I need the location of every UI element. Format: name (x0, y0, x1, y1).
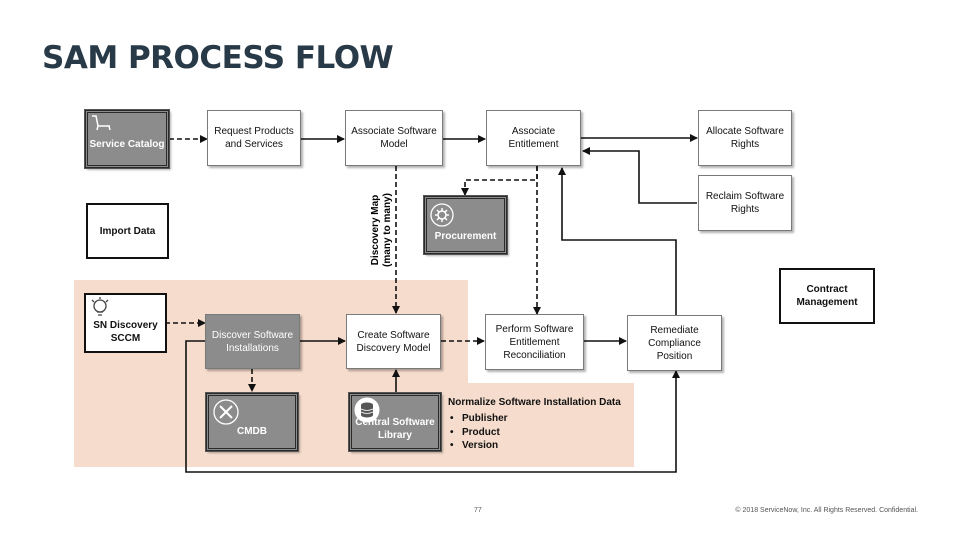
import-data-box: Import Data (86, 203, 169, 259)
normalize-note: Normalize Software Installation Data Pub… (448, 397, 621, 453)
lightbulb-icon (91, 297, 109, 316)
normalize-item-version: Version (450, 439, 621, 453)
associate-model-box: Associate Software Model (345, 110, 443, 166)
reclaim-rights-box: Reclaim Software Rights (698, 175, 792, 231)
cart-icon (92, 115, 111, 131)
procurement-box: Procurement (423, 195, 508, 255)
normalize-item-product: Product (450, 426, 621, 440)
service-catalog-box: Service Catalog (84, 109, 170, 169)
page-title: SAM PROCESS FLOW (42, 40, 394, 76)
create-discovery-model-box: Create Software Discovery Model (346, 314, 441, 369)
edge-entitlement-procurement (461, 166, 538, 196)
copyright-notice: © 2018 ServiceNow, Inc. All Rights Reser… (735, 507, 918, 514)
gear-icon (430, 203, 454, 227)
edge-loop-bottom (185, 340, 680, 473)
edge-remediate-entitlement (558, 167, 677, 315)
discover-installations-box: Discover Software Installations (205, 314, 300, 369)
remediate-compliance-box: Remediate Compliance Position (627, 315, 722, 371)
contract-management-box: Contract Management (779, 268, 875, 324)
page-number: 77 (474, 507, 482, 514)
tools-icon (213, 399, 239, 425)
edge-reclaim-entitlement (582, 147, 697, 204)
database-icon (354, 397, 380, 423)
sn-discovery-box: SN Discovery SCCM (84, 293, 167, 353)
request-products-box: Request Products and Services (207, 110, 301, 166)
perform-reconciliation-box: Perform Software Entitlement Reconciliat… (485, 314, 584, 370)
cmdb-box: CMDB (205, 392, 299, 452)
associate-entitlement-box: Associate Entitlement (486, 110, 581, 166)
discovery-map-label: Discovery Map (many to many) (370, 193, 393, 267)
allocate-rights-box: Allocate Software Rights (698, 110, 792, 166)
normalize-item-publisher: Publisher (450, 412, 621, 426)
normalize-heading: Normalize Software Installation Data (448, 397, 621, 408)
normalize-list: Publisher Product Version (448, 412, 621, 453)
